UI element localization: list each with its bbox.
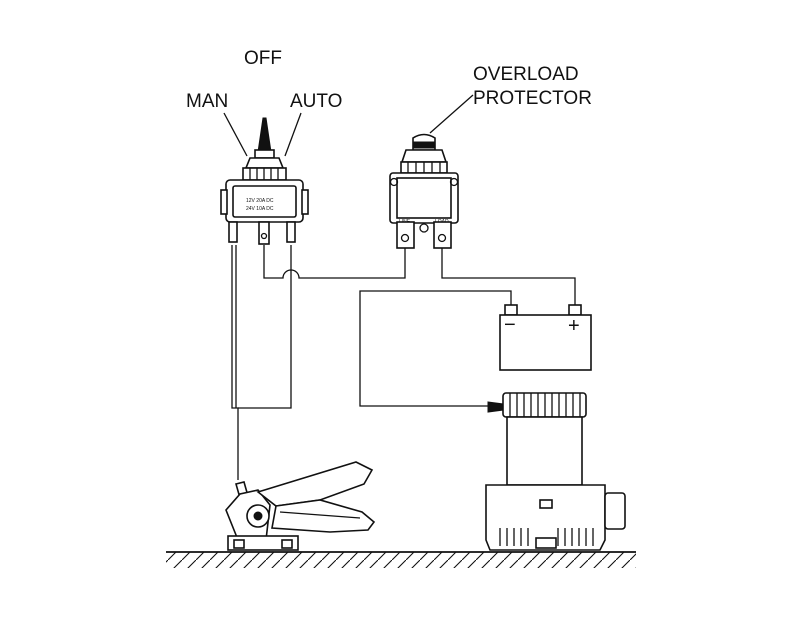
battery: − + [499, 304, 592, 371]
toggle-lever [257, 117, 272, 153]
battery-positive-terminal: + [568, 315, 580, 337]
leader-auto [284, 112, 302, 157]
bilge-pump [485, 392, 626, 551]
label-off: OFF [244, 48, 282, 69]
battery-negative-terminal: − [504, 314, 516, 336]
label-auto: AUTO [290, 91, 342, 112]
leader-protector [429, 94, 474, 134]
overload-protector: LINE LOAD [389, 133, 459, 249]
leader-man [223, 112, 248, 157]
label-man: MAN [186, 91, 228, 112]
wiring [231, 245, 576, 480]
ground [166, 551, 636, 568]
float-switch [225, 461, 376, 551]
label-overload: OVERLOAD [473, 64, 579, 85]
pump-base-slots [499, 528, 594, 549]
toggle-nut [242, 167, 287, 181]
protector-nut [400, 161, 448, 174]
switch-rating-1: 12V 20A DC [246, 198, 274, 204]
pump-cap [502, 392, 587, 418]
label-protector: PROTECTOR [473, 88, 592, 109]
switch-rating-2: 24V 10A DC [246, 206, 274, 212]
toggle-switch: 12V 20A DC 24V 10A DC [220, 117, 309, 245]
